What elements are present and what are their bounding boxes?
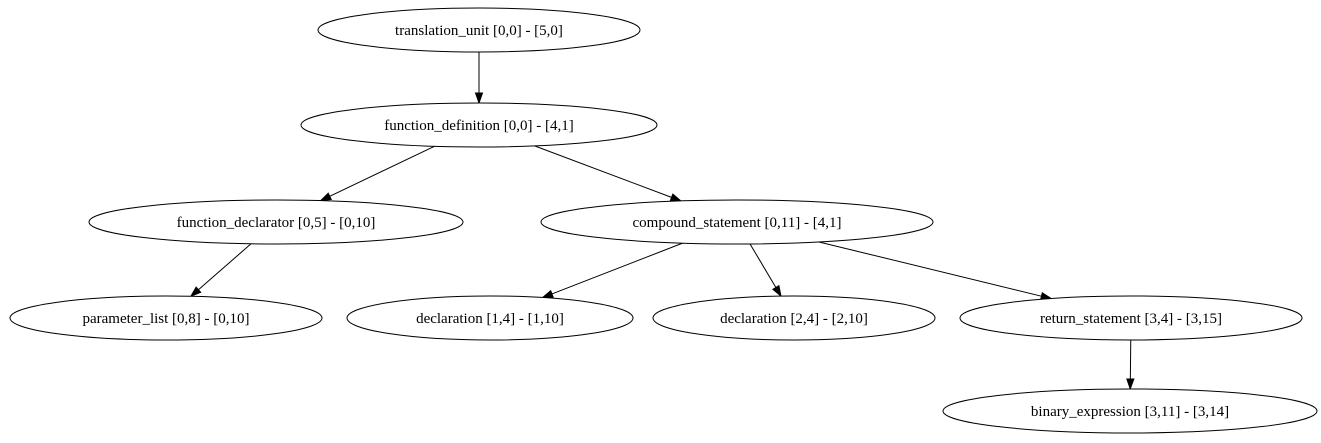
nodes-layer: translation_unit [0,0] - [5,0] function_d… (9, 7, 1318, 434)
edge-arrowhead (189, 286, 202, 298)
node-label-declaration_2: declaration [2,4] - [2,10] (720, 311, 868, 327)
node-label-declaration_1: declaration [1,4] - [1,10] (416, 311, 564, 327)
edge-arrowhead (319, 192, 332, 202)
node-ellipse-declaration_2 (652, 295, 936, 341)
graph-edge-compound_statement-to-declaration_2 (749, 243, 782, 298)
graph-node-declaration_1: declaration [1,4] - [1,10] (346, 295, 634, 341)
graph-edge-function_definition-to-function_declarator (319, 145, 435, 202)
graph-node-function_declarator: function_declarator [0,5] - [0,10] (88, 199, 464, 245)
graph-edge-translation_unit-to-function_definition (474, 52, 484, 105)
graph-edge-compound_statement-to-declaration_1 (541, 242, 683, 299)
node-ellipse-declaration_1 (346, 295, 634, 341)
graph-edge-function_definition-to-compound_statement (534, 145, 683, 202)
edge-arrowhead (541, 289, 554, 299)
node-label-compound_statement: compound_statement [0,11] - [4,1] (633, 215, 842, 231)
graph-edge-function_declarator-to-parameter_list (189, 243, 252, 298)
graph-node-function_definition: function_definition [0,0] - [4,1] (300, 102, 658, 148)
node-ellipse-binary_expression (942, 388, 1318, 434)
edge-line (749, 243, 777, 288)
graph-edge-compound_statement-to-return_statement (818, 241, 1053, 301)
edge-line (198, 243, 252, 291)
node-ellipse-compound_statement (540, 199, 934, 245)
graph-node-compound_statement: compound_statement [0,11] - [4,1] (540, 199, 934, 245)
node-ellipse-parameter_list (9, 295, 323, 341)
node-label-parameter_list: parameter_list [0,8] - [0,10] (82, 311, 249, 327)
graph-edge-return_statement-to-binary_expression (1126, 339, 1135, 391)
graph-node-declaration_2: declaration [2,4] - [2,10] (652, 295, 936, 341)
edge-arrowhead (772, 284, 782, 298)
edge-arrowhead (1126, 378, 1135, 391)
node-ellipse-return_statement (959, 295, 1303, 341)
graph-node-binary_expression: binary_expression [3,11] - [3,14] (942, 388, 1318, 434)
edge-arrowhead (669, 193, 683, 202)
node-label-function_definition: function_definition [0,0] - [4,1] (384, 118, 574, 134)
node-label-binary_expression: binary_expression [3,11] - [3,14] (1031, 404, 1229, 420)
edge-line (551, 242, 683, 295)
graph-node-translation_unit: translation_unit [0,0] - [5,0] (317, 7, 641, 53)
node-label-return_statement: return_statement [3,4] - [3,15] (1040, 311, 1222, 327)
node-label-function_declarator: function_declarator [0,5] - [0,10] (177, 215, 376, 231)
graph-node-parameter_list: parameter_list [0,8] - [0,10] (9, 295, 323, 341)
edge-arrowhead (474, 92, 484, 105)
graph-node-return_statement: return_statement [3,4] - [3,15] (959, 295, 1303, 341)
edges-layer (189, 52, 1135, 391)
node-ellipse-function_declarator (88, 199, 464, 245)
edge-line (329, 145, 435, 197)
edge-line (534, 145, 672, 198)
node-ellipse-translation_unit (317, 7, 641, 53)
node-label-translation_unit: translation_unit [0,0] - [5,0] (395, 23, 563, 39)
edge-line (818, 241, 1042, 297)
node-ellipse-function_definition (300, 102, 658, 148)
